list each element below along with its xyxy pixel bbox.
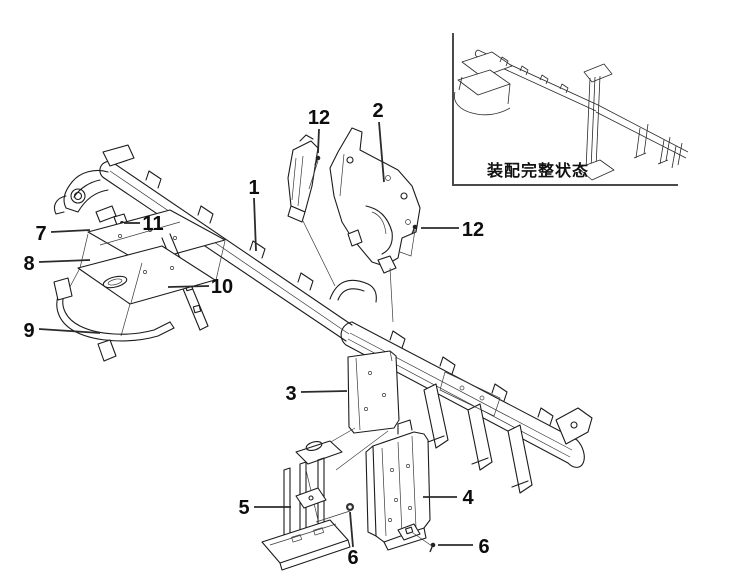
callout-12-left: 12 xyxy=(308,107,330,154)
floor-support-bracket-part-5 xyxy=(261,440,351,571)
callout-6-right-number: 6 xyxy=(478,536,489,558)
fasteners xyxy=(314,155,436,553)
callout-2-leader-line xyxy=(378,121,385,183)
callout-3-number: 3 xyxy=(285,383,296,405)
callout-6-left-leader-line xyxy=(349,511,354,548)
callout-2: 2 xyxy=(372,100,385,183)
callout-8: 8 xyxy=(23,253,91,275)
callout-8-leader-line xyxy=(38,259,91,263)
callout-12-right: 12 xyxy=(421,219,484,241)
screw-icon xyxy=(314,155,321,166)
callout-9-leader-line xyxy=(38,328,101,334)
callout-9-number: 9 xyxy=(23,320,34,342)
callout-5: 5 xyxy=(238,497,291,519)
steering-column-bracket-cluster xyxy=(53,169,226,362)
screw-icon xyxy=(429,542,436,553)
callout-10-leader-line xyxy=(167,285,210,288)
assembled-view-art xyxy=(453,49,689,181)
callout-5-number: 5 xyxy=(238,497,249,519)
nut-icon xyxy=(346,503,354,511)
callout-7-number: 7 xyxy=(35,223,46,245)
callout-4-number: 4 xyxy=(462,487,474,509)
callout-7: 7 xyxy=(35,223,91,245)
callout-1-leader-line xyxy=(253,197,257,252)
callout-11-number: 11 xyxy=(142,213,163,235)
callout-9: 9 xyxy=(23,320,101,342)
callout-2-number: 2 xyxy=(372,100,383,122)
callout-6-left-number: 6 xyxy=(347,547,358,569)
center-mounting-bracket-part-2 xyxy=(329,127,421,323)
callout-1-number: 1 xyxy=(248,177,259,199)
assembled-view-inset: 装配完整状态 xyxy=(452,33,689,186)
callout-12-right-number: 12 xyxy=(462,219,484,241)
callout-12-left-leader-line xyxy=(317,128,320,154)
inset-caption: 装配完整状态 xyxy=(486,161,589,180)
callout-8-number: 8 xyxy=(23,253,34,275)
callout-11: 11 xyxy=(124,213,164,235)
callout-10-number: 10 xyxy=(211,276,233,298)
lower-center-plate-part-3 xyxy=(309,350,400,471)
callout-1: 1 xyxy=(248,177,260,252)
fastener-links xyxy=(308,160,433,547)
callout-3: 3 xyxy=(285,383,348,405)
screw-icon xyxy=(411,224,418,235)
callout-12-left-number: 12 xyxy=(308,107,330,129)
callout-7-leader-line xyxy=(50,229,91,233)
callout-3-leader-line xyxy=(300,390,348,393)
callout-6-right: 6 xyxy=(438,536,490,558)
center-support-plate-part-12-side xyxy=(287,134,336,287)
callout-10: 10 xyxy=(167,276,233,298)
callout-6-left: 6 xyxy=(347,511,359,569)
callout-4: 4 xyxy=(423,487,474,509)
main-crossmember-beam xyxy=(73,144,593,494)
side-support-plate-part-4 xyxy=(365,419,431,551)
